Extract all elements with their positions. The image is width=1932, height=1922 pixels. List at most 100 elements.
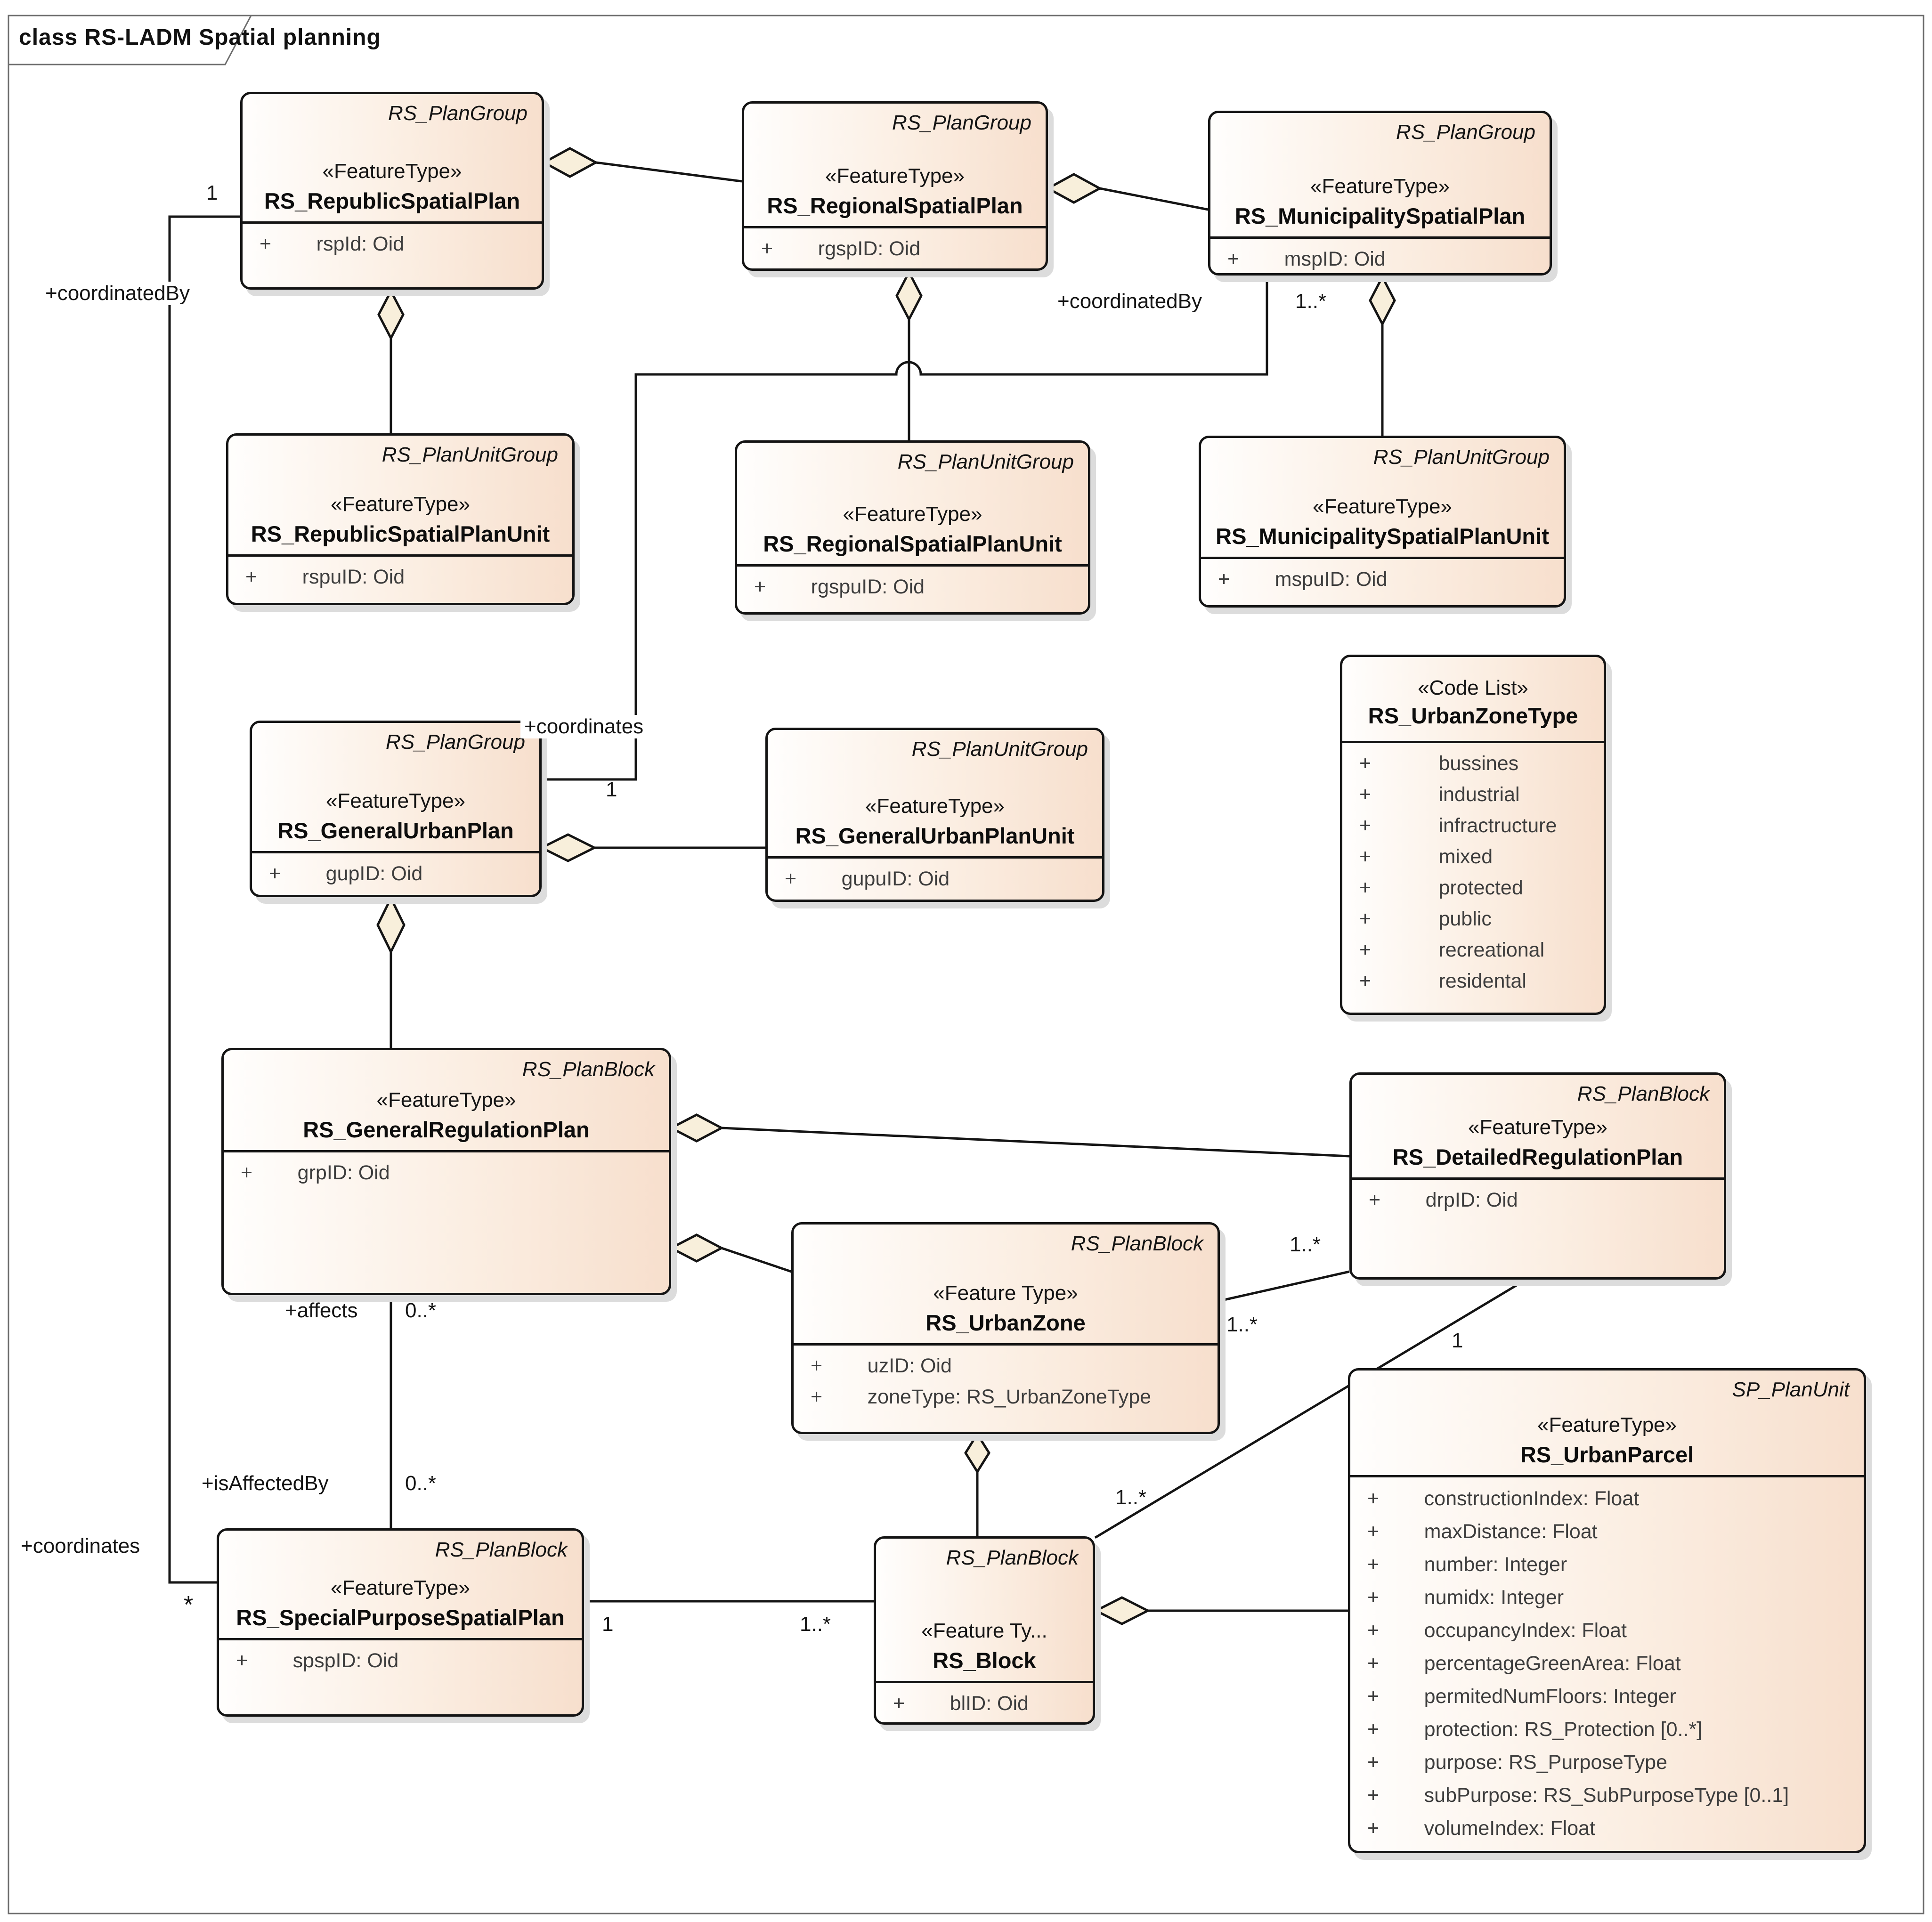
diagram-title: class RS-LADM Spatial planning [19,25,381,50]
multiplicity-municipality: 1..* [1295,290,1327,313]
codelist-value: + mixed [1359,845,1493,868]
class-rs-general-urban-plan-unit[interactable]: RS_PlanUnitGroup «FeatureType» RS_Genera… [765,728,1104,902]
attribute-row: + gupID: Oid [269,862,423,885]
multiplicity-gup: 1 [606,778,617,801]
stereotype-label: «FeatureType» [1468,1116,1607,1139]
codelist-value: + protected [1359,876,1523,899]
aggregation-diamond-icon [668,1113,724,1143]
multiplicity-spsp-star: * [184,1591,194,1619]
codelist-value: + industrial [1359,783,1520,806]
class-header: RS_PlanUnitGroup «FeatureType» RS_Region… [737,443,1088,564]
attribute-row: + subPurpose: RS_SubPurposeType [0..1] [1367,1784,1789,1807]
class-header: RS_PlanGroup «FeatureType» RS_RepublicSp… [243,94,542,221]
aggregation-diamond-icon [1093,1596,1151,1625]
codelist-value: + infractructure [1359,814,1557,837]
class-rs-detailed-regulation-plan[interactable]: RS_PlanBlock «FeatureType» RS_DetailedRe… [1349,1072,1726,1280]
class-header: RS_PlanBlock «FeatureType» RS_DetailedRe… [1352,1075,1724,1177]
class-rs-special-purpose-spatial-plan[interactable]: RS_PlanBlock «FeatureType» RS_SpecialPur… [217,1528,584,1717]
attribute-row: + drpID: Oid [1369,1189,1518,1211]
assoc-drp-block [1094,1278,1527,1539]
attribute-row: + rspuID: Oid [245,566,405,588]
class-header: RS_PlanGroup «FeatureType» RS_RegionalSp… [744,104,1046,226]
class-rs-republic-spatial-plan-unit[interactable]: RS_PlanUnitGroup «FeatureType» RS_Republ… [226,433,575,605]
multiplicity-block-1-star: 1..* [800,1613,831,1636]
stereotype-label: «FeatureType» [322,160,462,183]
codelist-value: + bussines [1359,752,1519,775]
assoc-label-coordinated-by-republic: +coordinatedBy [41,282,194,305]
class-rs-urban-zone[interactable]: RS_PlanBlock «Feature Type» RS_UrbanZone… [791,1222,1220,1434]
attribute-row: + purpose: RS_PurposeType [1367,1751,1668,1774]
stereotype-label: «FeatureType» [1310,175,1450,198]
codelist-values: + bussines + industrial + infractructure… [1342,741,1604,1013]
class-name: RS_UrbanZoneType [1368,703,1578,728]
attribute-row: + grpID: Oid [241,1161,390,1184]
assoc-grp-urbanzone [721,1247,792,1273]
attribute-row: + constructionIndex: Float [1367,1487,1640,1510]
class-rs-municipality-spatial-plan-unit[interactable]: RS_PlanUnitGroup «FeatureType» RS_Munici… [1199,436,1566,608]
codelist-value: + recreational [1359,939,1545,961]
aggregation-diamond-icon [376,895,406,955]
aggregation-diamond-icon [541,147,599,178]
attributes-compartment: + rgspID: Oid [744,226,1046,268]
class-rs-municipality-spatial-plan[interactable]: RS_PlanGroup «FeatureType» RS_Municipali… [1208,111,1552,276]
assoc-grp-drp [721,1127,1350,1158]
codelist-value: + public [1359,908,1492,930]
class-rs-general-regulation-plan[interactable]: RS_PlanBlock «FeatureType» RS_GeneralReg… [221,1048,671,1295]
class-rs-block[interactable]: RS_PlanBlock «Feature Ty... RS_Block + b… [874,1536,1095,1725]
class-rs-regional-spatial-plan-unit[interactable]: RS_PlanUnitGroup «FeatureType» RS_Region… [735,440,1090,615]
stereotype-label: «FeatureType» [326,789,465,812]
assoc-label-coordinated-by-municipality: +coordinatedBy [1057,290,1202,313]
attributes-compartment: + gupID: Oid [252,851,539,895]
class-header: RS_PlanBlock «Feature Ty... RS_Block [876,1539,1093,1681]
class-rs-general-urban-plan[interactable]: RS_PlanGroup «FeatureType» RS_GeneralUrb… [250,721,542,897]
class-rs-urban-parcel[interactable]: SP_PlanUnit «FeatureType» RS_UrbanParcel… [1348,1368,1866,1853]
assoc-republic-regional [595,161,742,183]
aggregation-diamond-icon [668,1233,724,1263]
parent-tagline: RS_PlanBlock [435,1538,568,1561]
attribute-row: + percentageGreenArea: Float [1367,1652,1681,1675]
class-name: RS_SpecialPurposeSpatialPlan [236,1605,565,1630]
aggregation-diamond-icon [1369,274,1396,327]
attribute-row: + occupancyIndex: Float [1367,1619,1627,1642]
attribute-row: + numidx: Integer [1367,1586,1564,1609]
multiplicity-is-affected-by: 0..* [405,1472,437,1495]
assoc-republic-spsp [168,215,240,1584]
class-name: RS_MunicipalitySpatialPlanUnit [1216,524,1549,549]
multiplicity-drp-block-1: 1 [1452,1329,1463,1352]
parent-tagline: RS_PlanBlock [522,1058,655,1081]
assoc-urbanzone-drp [1219,1270,1350,1302]
parent-tagline: RS_PlanGroup [386,730,525,754]
class-name: RS_RepublicSpatialPlanUnit [251,521,550,546]
attributes-compartment: + constructionIndex: Float + maxDistance… [1350,1475,1864,1851]
stereotype-label: «Code List» [1418,676,1528,699]
class-header: SP_PlanUnit «FeatureType» RS_UrbanParcel [1350,1371,1864,1475]
class-header: RS_PlanUnitGroup «FeatureType» RS_Munici… [1201,438,1564,557]
parent-tagline: RS_PlanUnitGroup [1373,446,1550,469]
class-header: RS_PlanBlock «Feature Type» RS_UrbanZone [794,1225,1218,1343]
assoc-gup-municipality [542,277,1268,781]
stereotype-label: «FeatureType» [865,795,1005,818]
attribute-row: + volumeIndex: Float [1367,1817,1595,1840]
parent-tagline: RS_PlanGroup [892,111,1031,134]
stereotype-label: «Feature Type» [933,1281,1078,1305]
class-header: RS_PlanUnitGroup «FeatureType» RS_Republ… [228,436,572,554]
attributes-compartment: + rspId: Oid [243,221,542,287]
class-rs-republic-spatial-plan[interactable]: RS_PlanGroup «FeatureType» RS_RepublicSp… [240,92,544,290]
attribute-row: + number: Integer [1367,1553,1567,1576]
frame-title-tab [8,15,252,65]
attribute-row: + uzID: Oid [811,1354,952,1377]
class-name: RS_GeneralUrbanPlanUnit [795,823,1075,848]
attributes-compartment: + spspID: Oid [219,1638,582,1714]
class-rs-regional-spatial-plan[interactable]: RS_PlanGroup «FeatureType» RS_RegionalSp… [742,101,1048,271]
class-name: RS_GeneralUrbanPlan [277,818,514,843]
attribute-row: + maxDistance: Float [1367,1520,1598,1543]
codelist-rs-urban-zone-type[interactable]: «Code List» RS_UrbanZoneType + bussines … [1340,655,1606,1015]
aggregation-diamond-icon [964,1432,990,1474]
class-name: RS_Block [933,1648,1036,1673]
stereotype-label: «FeatureType» [825,164,965,187]
parent-tagline: RS_PlanBlock [946,1546,1079,1569]
attribute-row: + spspID: Oid [236,1649,399,1672]
attributes-compartment: + mspuID: Oid [1201,557,1564,605]
frame-border [8,15,1924,1914]
class-header: RS_PlanBlock «FeatureType» RS_SpecialPur… [219,1531,582,1638]
